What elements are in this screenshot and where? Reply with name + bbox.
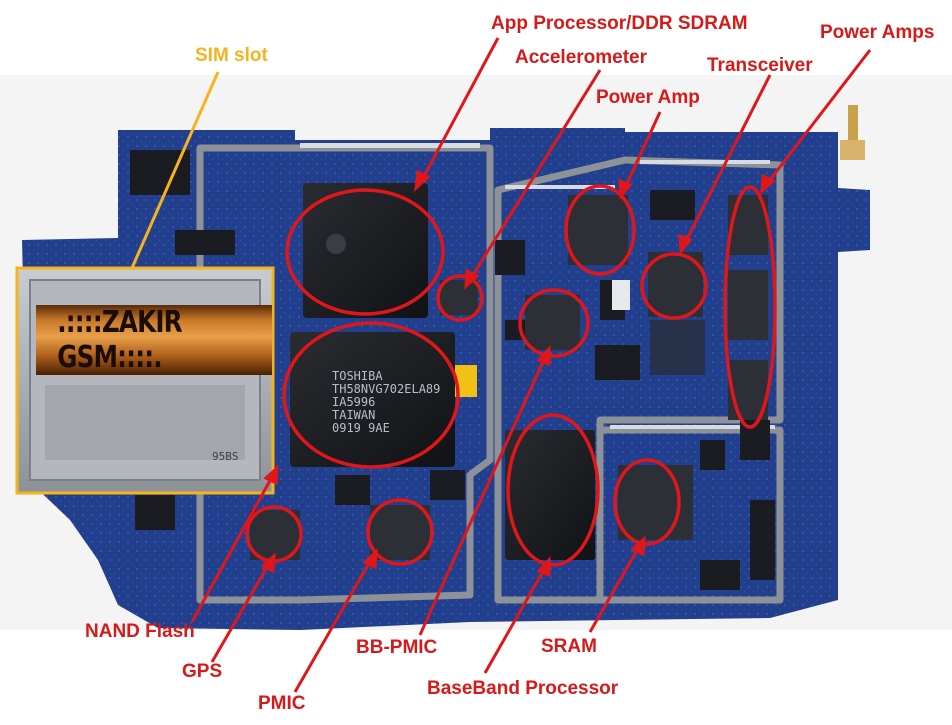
test-pad [612, 280, 630, 310]
pmic-chip [370, 505, 430, 560]
app-processor-chip [303, 183, 428, 318]
label-baseband-processor: BaseBand Processor [427, 678, 619, 699]
bb-pmic-chip [525, 295, 580, 350]
annotation-circles [245, 184, 777, 567]
nand-flash-chip [290, 332, 455, 467]
accelerometer-chip [440, 280, 478, 315]
sim-marking: 95BS [212, 450, 239, 463]
label-power-amp: Power Amp [596, 87, 700, 108]
label-accelerometer: Accelerometer [515, 47, 648, 68]
gps-chip [250, 510, 300, 560]
rf-chip [650, 320, 705, 375]
label-sim-slot: SIM slot [195, 45, 268, 66]
sim-slot-box [15, 266, 275, 495]
label-transceiver: Transceiver [707, 55, 813, 76]
power-amp-chip [568, 195, 628, 265]
label-power-amps: Power Amps [820, 22, 935, 43]
baseband-processor-chip [505, 430, 595, 560]
shield-fences [300, 143, 775, 429]
watermark: .::::ZAKIR GSM::::. [36, 305, 272, 375]
label-pmic: PMIC [258, 693, 306, 714]
sram-chip [618, 465, 693, 540]
sim-leader-line [130, 71, 220, 269]
label-nand-flash: NAND Flash [85, 621, 195, 642]
power-amp-chip-2 [728, 270, 768, 340]
leader-lines [190, 37, 872, 693]
apple-logo-mark [326, 234, 346, 254]
label-sram: SRAM [541, 636, 597, 657]
tantalum-capacitor [455, 365, 477, 397]
label-bb-pmic: BB-PMIC [356, 637, 438, 658]
label-gps: GPS [182, 661, 223, 682]
antenna-pad [840, 140, 865, 160]
label-app-processor: App Processor/DDR SDRAM [491, 13, 748, 34]
antenna-lead [848, 105, 858, 145]
nand-chip-marking: TOSHIBA TH58NVG702ELA89 IA5996 TAIWAN 09… [332, 369, 441, 435]
sim-tray-recess [45, 385, 245, 460]
